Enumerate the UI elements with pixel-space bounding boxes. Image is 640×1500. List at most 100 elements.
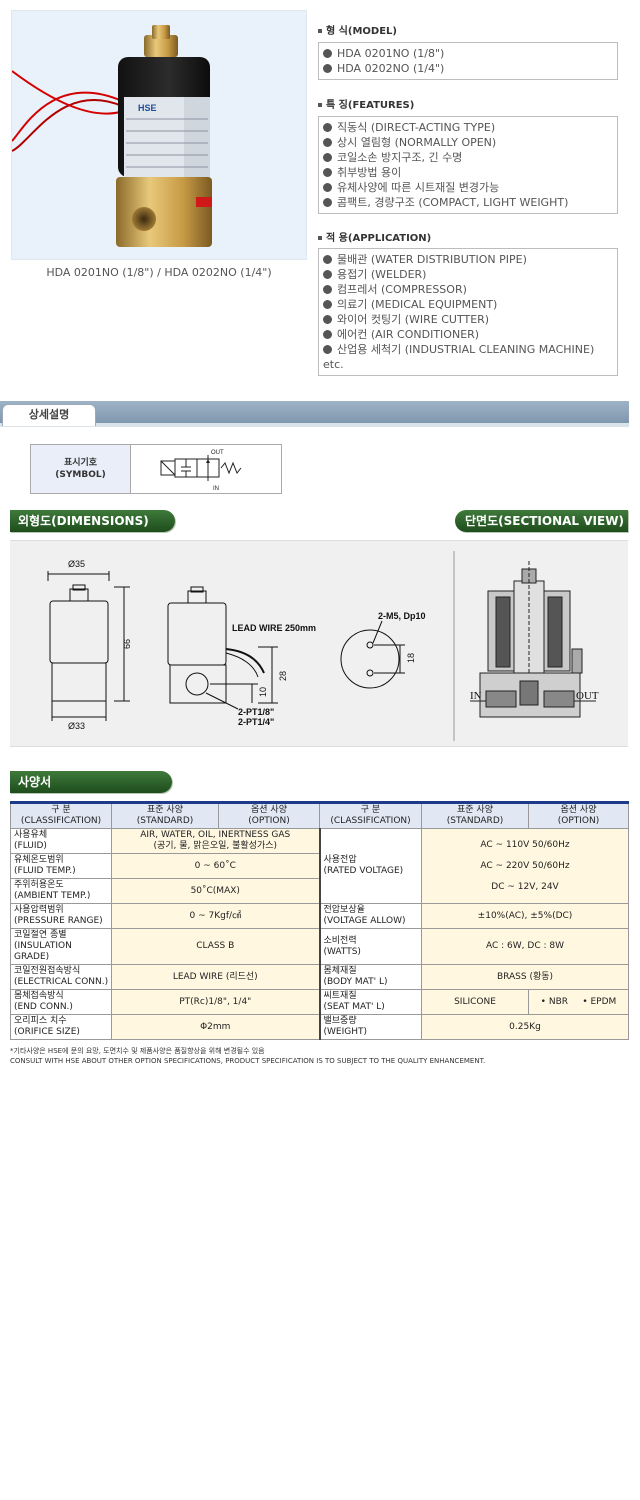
application-title-text: 적 용(APPLICATION): [326, 233, 432, 244]
spec-label: 전압보상율(VOLTAGE ALLOW): [318, 903, 422, 929]
application-item: 에어컨 (AIR CONDITIONER): [323, 327, 613, 342]
square-bullet-icon: [318, 29, 322, 33]
spec-label: 주위허용온도(AMBIENT TEMP.): [10, 878, 112, 904]
spec-value: 0.25Kg: [421, 1014, 629, 1040]
spec-value: ±10%(AC), ±5%(DC): [421, 903, 629, 929]
dim-height-10: 10: [258, 687, 268, 697]
spec-label: 씨트재질(SEAT MAT' L): [318, 989, 422, 1015]
circle-bullet-icon: [323, 153, 332, 162]
circle-bullet-icon: [323, 255, 332, 264]
section-out-label: OUT: [576, 690, 599, 702]
circle-bullet-icon: [323, 123, 332, 132]
application-item: 산업용 세척기 (INDUSTRIAL CLEANING MACHINE): [323, 342, 613, 357]
application-item: 물배관 (WATER DISTRIBUTION PIPE): [323, 252, 613, 267]
circle-bullet-icon: [323, 183, 332, 192]
specifications-table-wrap: 구 분(CLASSIFICATION) 표준 사양(STANDARD) 옵션 사…: [10, 801, 629, 1040]
feature-item: 코일소손 방지구조, 긴 수명: [323, 150, 613, 165]
model-item: HDA 0202NO (1/4"): [323, 61, 613, 76]
spec-row: 코일전원접속방식(ELECTRICAL CONN.) LEAD WIRE (리드…: [10, 964, 629, 990]
spec-label: 사용전압(RATED VOLTAGE): [318, 828, 422, 904]
spec-value: LEAD WIRE (리드선): [111, 964, 320, 990]
dimensions-drawing: Ø35 Ø33 66 LEAD WIRE 250mm 28 10 2-PT1/8…: [47, 551, 599, 741]
model-title: 형 식(MODEL): [318, 22, 397, 37]
symbol-label: 표시기호 (SYMBOL): [31, 445, 131, 493]
features-title: 특 징(FEATURES): [318, 96, 414, 111]
spec-note-en: CONSULT WITH HSE ABOUT OTHER OPTION SPEC…: [10, 1057, 486, 1065]
application-item: 용접기 (WELDER): [323, 267, 613, 282]
spec-label: 밸브중량(WEIGHT): [318, 1014, 422, 1040]
spec-label: 사용유체(FLUID): [10, 828, 112, 854]
square-bullet-icon: [318, 103, 322, 107]
spec-value: AC : 6W, DC : 8W: [421, 928, 629, 965]
spec-value: CLASS B: [111, 928, 320, 965]
spec-label: 몸체재질(BODY MAT' L): [318, 964, 422, 990]
spec-note: *기타사양은 HSE에 문의 요망, 도면치수 및 제품사양은 품질향상을 위해…: [10, 1046, 630, 1066]
spec-value-voltage: AC ~ 110V 50/60Hz AC ~ 220V 50/60Hz DC ~…: [421, 828, 629, 904]
tab-detail[interactable]: 상세설명: [2, 404, 96, 426]
spec-head-class: 구 분(CLASSIFICATION): [10, 802, 112, 829]
dim-height-28: 28: [278, 671, 288, 681]
spec-head-std-2: 표준 사양(STANDARD): [421, 802, 529, 829]
spec-value: 0 ~ 7Kgf/㎠: [111, 903, 320, 929]
application-title: 적 용(APPLICATION): [318, 229, 431, 244]
model-title-text: 형 식(MODEL): [326, 26, 397, 37]
label-brand: HSE: [138, 103, 157, 113]
dimensions-header: 외형도(DIMENSIONS): [10, 510, 175, 532]
spec-value: PT(Rc)1/8", 1/4": [111, 989, 320, 1015]
spec-value: SILICONE: [421, 989, 529, 1015]
spec-row: 사용유체(FLUID) AIR, WATER, OIL, INERTNESS G…: [10, 828, 629, 904]
spec-row: 코일절연 종별(INSULATION GRADE) CLASS B 소비전력(W…: [10, 928, 629, 965]
spec-row: 몸체접속방식(END CONN.) PT(Rc)1/8", 1/4" 씨트재질(…: [10, 989, 629, 1015]
dim-diameter-bottom: Ø33: [68, 721, 85, 731]
spec-value: 0 ~ 60˚C: [111, 853, 320, 879]
spec-value-option: • NBR • EPDM: [528, 989, 629, 1015]
section-in-label: IN: [470, 690, 482, 702]
circle-bullet-icon: [323, 345, 332, 354]
application-etc: etc.: [323, 358, 344, 371]
spec-note-ko: *기타사양은 HSE에 문의 요망, 도면치수 및 제품사양은 품질향상을 위해…: [10, 1047, 265, 1055]
circle-bullet-icon: [323, 168, 332, 177]
model-item: HDA 0201NO (1/8"): [323, 46, 613, 61]
model-box: HDA 0201NO (1/8") HDA 0202NO (1/4"): [318, 42, 618, 80]
feature-item: 콤팩트, 경량구조 (COMPACT, LIGHT WEIGHT): [323, 195, 613, 210]
spec-value: 50˚C(MAX): [111, 878, 320, 904]
feature-item: 상시 열림형 (NORMALLY OPEN): [323, 135, 613, 150]
spec-label: 소비전력(WATTS): [318, 928, 422, 965]
circle-bullet-icon: [323, 64, 332, 73]
dim-lead-wire: LEAD WIRE 250mm: [232, 623, 316, 633]
spec-row: 오리피스 치수(ORIFICE SIZE) Φ2mm 밸브중량(WEIGHT) …: [10, 1014, 629, 1040]
feature-item: 직동식 (DIRECT-ACTING TYPE): [323, 120, 613, 135]
specifications-table: 구 분(CLASSIFICATION) 표준 사양(STANDARD) 옵션 사…: [10, 801, 629, 1040]
spec-header-row: 구 분(CLASSIFICATION) 표준 사양(STANDARD) 옵션 사…: [10, 802, 629, 829]
application-item: 의료기 (MEDICAL EQUIPMENT): [323, 297, 613, 312]
features-title-text: 특 징(FEATURES): [326, 100, 415, 111]
spec-head-std: 표준 사양(STANDARD): [111, 802, 219, 829]
circle-bullet-icon: [323, 300, 332, 309]
spec-row: 유체온도범위(FLUID TEMP.) 0 ~ 60˚C: [10, 853, 629, 879]
spec-label: 몸체접속방식(END CONN.): [10, 989, 112, 1015]
symbol-box: 표시기호 (SYMBOL) OUT IN: [30, 444, 282, 494]
dimensions-panel: Ø35 Ø33 66 LEAD WIRE 250mm 28 10 2-PT1/8…: [10, 540, 628, 747]
valve-symbol-icon: OUT IN: [160, 450, 242, 492]
circle-bullet-icon: [323, 138, 332, 147]
spec-label: 코일전원접속방식(ELECTRICAL CONN.): [10, 964, 112, 990]
valve-illustration: HSE: [12, 25, 212, 247]
symbol-in-label: IN: [213, 486, 219, 492]
spec-head-opt-2: 옵션 사양(OPTION): [528, 802, 629, 829]
spec-label: 사용압력범위(PRESSURE RANGE): [10, 903, 112, 929]
features-box: 직동식 (DIRECT-ACTING TYPE) 상시 열림형 (NORMALL…: [318, 116, 618, 214]
circle-bullet-icon: [323, 285, 332, 294]
spec-head-opt: 옵션 사양(OPTION): [218, 802, 320, 829]
dim-port-2: 2-PT1/4": [238, 717, 274, 727]
product-caption: HDA 0201NO (1/8") / HDA 0202NO (1/4"): [46, 266, 272, 279]
feature-item: 취부방법 용이: [323, 165, 613, 180]
detail-tab-bar: [0, 401, 629, 427]
symbol-out-label: OUT: [211, 450, 224, 456]
feature-item: 유체사양에 따른 시트재질 변경가능: [323, 180, 613, 195]
dim-height: 66: [122, 639, 132, 649]
dim-m5: 2-M5, Dp10: [378, 611, 426, 621]
application-box: 물배관 (WATER DISTRIBUTION PIPE) 용접기 (WELDE…: [318, 248, 618, 376]
circle-bullet-icon: [323, 315, 332, 324]
spec-value: BRASS (황동): [421, 964, 629, 990]
dim-diameter-top: Ø35: [68, 559, 85, 569]
